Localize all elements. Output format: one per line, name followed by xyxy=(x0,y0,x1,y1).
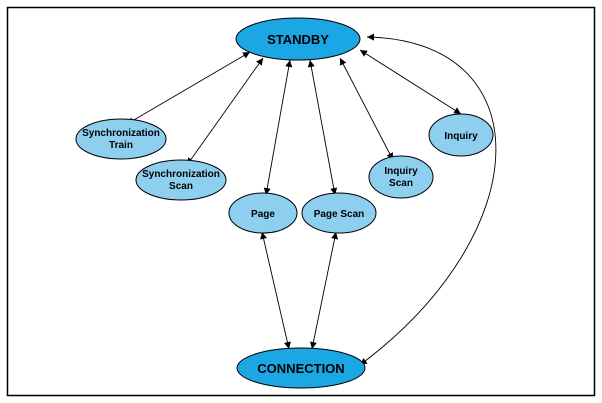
state-connection-shape xyxy=(236,347,366,389)
state-sync-train-label-line: Synchronization xyxy=(82,128,160,139)
state-sync-train-label-line: Train xyxy=(109,140,133,151)
state-page-label: Page xyxy=(251,209,275,220)
state-page: Page xyxy=(228,192,298,234)
state-page-scan: Page Scan xyxy=(301,192,377,234)
state-page-shape xyxy=(228,192,298,234)
state-inquiry-shape xyxy=(428,113,494,157)
transitions xyxy=(126,33,497,366)
transition-standby-page xyxy=(263,59,293,196)
state-connection-label: CONNECTION xyxy=(257,361,344,376)
state-page-label-line: Page xyxy=(251,209,275,220)
state-inquiry: Inquiry xyxy=(428,113,494,157)
state-page-scan-shape xyxy=(301,192,377,234)
state-sync-scan-label-line: Synchronization xyxy=(142,169,220,180)
state-inquiry-scan-label-line: Inquiry xyxy=(384,166,418,177)
state-standby-shape xyxy=(235,17,361,61)
transition-standby-sync-scan xyxy=(186,57,264,166)
state-standby: STANDBY xyxy=(235,17,361,61)
state-standby-label: STANDBY xyxy=(267,32,329,47)
state-synchronization-train-shape xyxy=(75,118,167,160)
transition-standby-page-scan xyxy=(307,59,338,196)
state-inquiry-scan-label-line: Scan xyxy=(389,178,413,189)
transition-standby-inquiry xyxy=(359,49,462,115)
diagram-frame xyxy=(6,6,596,397)
state-connection-label-line: CONNECTION xyxy=(257,361,344,376)
state-synchronization-scan-shape xyxy=(135,159,227,201)
transition-standby-connection xyxy=(359,33,497,366)
state-inquiry-scan-shape xyxy=(368,155,434,199)
state-page-scan-label: Page Scan xyxy=(314,209,365,220)
state-page-scan-label-line: Page Scan xyxy=(314,209,365,220)
state-standby-label-line: STANDBY xyxy=(267,32,329,47)
state-connection: CONNECTION xyxy=(236,347,366,389)
state-inquiry-label-line: Inquiry xyxy=(444,131,478,142)
state-sync-scan-label-line: Scan xyxy=(169,181,193,192)
transition-page-scan-connection xyxy=(309,231,339,350)
state-inquiry-label: Inquiry xyxy=(444,131,478,142)
transition-page-connection xyxy=(260,231,291,350)
